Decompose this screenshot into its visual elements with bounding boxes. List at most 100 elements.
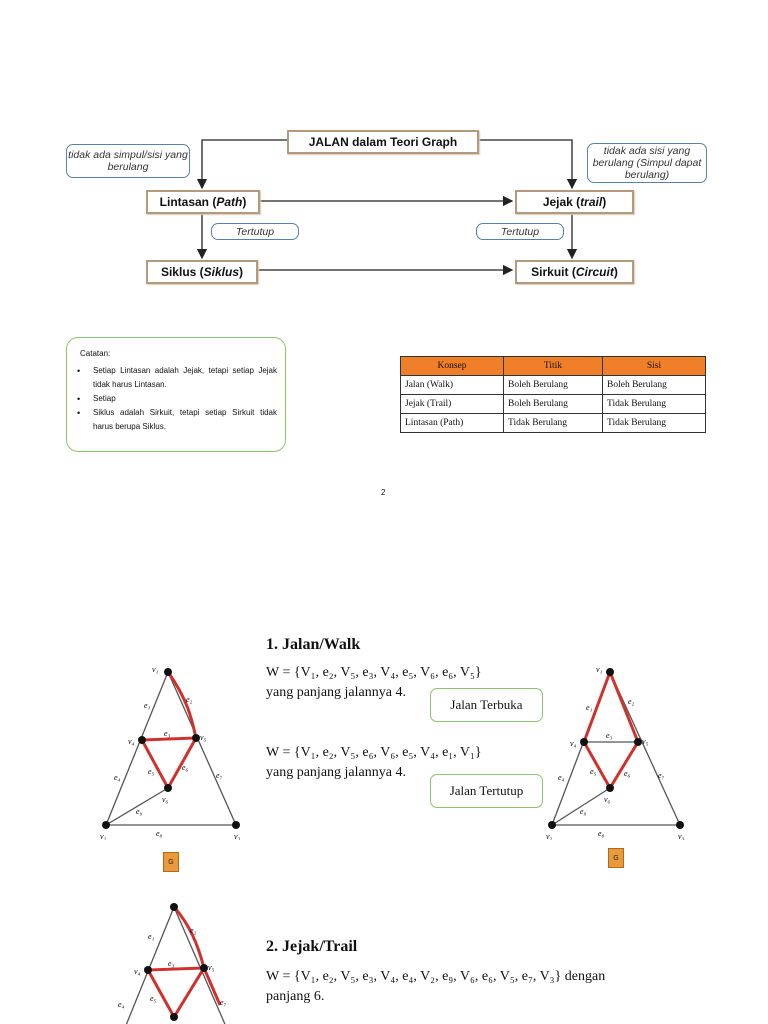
- label-e3: e₃: [168, 959, 175, 968]
- label-v4: v₄: [134, 967, 141, 976]
- catatan-box: Catatan: Setiap Lintasan adalah Jejak, t…: [66, 337, 286, 452]
- note-right-text: tidak ada sisi yang berulang (Simpul dap…: [592, 145, 702, 181]
- table-header: Sisi: [602, 356, 706, 376]
- label-v6: v₆: [162, 795, 169, 804]
- cycle-label-post: ): [239, 265, 244, 279]
- trail-label-em: trail: [580, 195, 603, 209]
- tertutup-left-text: Tertutup: [235, 225, 275, 238]
- label-e3: e₃: [606, 731, 613, 740]
- label-e4: e₄: [118, 1000, 125, 1009]
- trail1-length: panjang 6.: [266, 989, 325, 1004]
- jalan-terbuka-box: Jalan Terbuka: [430, 688, 543, 722]
- konsep-table: Konsep Titik Sisi Jalan (Walk) Boleh Ber…: [400, 356, 706, 433]
- label-v4: v₄: [128, 737, 135, 746]
- label-v6: v₆: [604, 795, 611, 804]
- circuit-label-em: Circuit: [575, 265, 614, 279]
- trail-label-pre: Jejak (: [542, 195, 581, 209]
- label-v5: v₅: [642, 737, 649, 746]
- circuit-label-post: ): [613, 265, 618, 279]
- label-e9: e₉: [136, 807, 143, 816]
- label-e8: e₈: [156, 829, 163, 838]
- label-e7: e₇: [220, 998, 227, 1007]
- label-e4: e₄: [114, 773, 121, 782]
- label-e5: e₅: [150, 994, 157, 1003]
- label-v5: v₅: [200, 733, 207, 742]
- circuit-box: Sirkuit (Circuit): [515, 260, 634, 284]
- table-row: Lintasan (Path) Tidak Berulang Tidak Ber…: [400, 413, 706, 433]
- walk2-set: W = {V₁, e₂, V₅, e₆, V₆, e₅, V₄, e₁, V₁}: [266, 745, 482, 760]
- path-label-pre: Lintasan (: [159, 195, 217, 209]
- table-cell: Jejak (Trail): [400, 394, 504, 414]
- graph-g-label-left: G: [163, 852, 179, 872]
- catatan-title: Catatan:: [80, 349, 111, 358]
- label-v1: v₁: [152, 665, 159, 674]
- circuit-label-pre: Sirkuit (: [531, 265, 576, 279]
- walk1-set: W = {V₁, e₂, V₅, e₃, V₄, e₅, V₆, e₆, V₅}: [266, 665, 482, 680]
- label-v2: v₂: [546, 832, 553, 840]
- section1-heading: 1. Jalan/Walk: [266, 636, 361, 653]
- label-e7: e₇: [216, 771, 223, 780]
- jalan-tertutup-label: Jalan Tertutup: [449, 783, 524, 798]
- section2-heading: 2. Jejak/Trail: [266, 938, 358, 955]
- walk1-length: yang panjang jalannya 4.: [266, 685, 406, 700]
- graph-right: v₁ v₄ v₅ v₆ v₂ v₃ e₁ e₂ e₃ e₄ e₅ e₆ e₇ e…: [546, 665, 685, 840]
- cycle-label-em: Siklus: [203, 265, 240, 279]
- label-e3: e₃: [164, 729, 171, 738]
- table-row: Jalan (Walk) Boleh Berulang Boleh Berula…: [400, 375, 706, 395]
- table-row: Jejak (Trail) Boleh Berulang Tidak Berul…: [400, 394, 706, 414]
- label-v4: v₄: [570, 739, 577, 748]
- label-e1: e₁: [586, 703, 593, 712]
- label-v5: v₅: [208, 963, 215, 972]
- label-e7: e₇: [658, 771, 665, 780]
- label-v3: v₃: [678, 832, 685, 840]
- title-box: JALAN dalam Teori Graph: [287, 130, 479, 154]
- label-e1: e₁: [144, 701, 151, 710]
- graph-left: v₁ v₄ v₅ v₆ v₂ v₃ e₁ e₂ e₃ e₄ e₅ e₆ e₇ e…: [100, 665, 241, 840]
- label-e6: e₆: [182, 763, 189, 772]
- table-cell: Lintasan (Path): [400, 413, 504, 433]
- label-e1: e₁: [148, 932, 155, 941]
- label-e5: e₅: [148, 767, 155, 776]
- table-header: Titik: [503, 356, 603, 376]
- diagram-title: JALAN dalam Teori Graph: [308, 135, 458, 149]
- label-v3: v₃: [234, 832, 241, 840]
- table-cell: Boleh Berulang: [503, 375, 603, 395]
- label-e2: e₂: [186, 695, 193, 704]
- note-left: tidak ada simpul/sisi yang berulang: [66, 144, 190, 178]
- tertutup-right-text: Tertutup: [500, 225, 540, 238]
- path-box: Lintasan (Path): [146, 190, 260, 214]
- graph-g-label-right: G: [608, 848, 624, 868]
- label-e2: e₂: [190, 926, 197, 935]
- label-v1: v₁: [596, 665, 603, 674]
- table-cell: Boleh Berulang: [503, 394, 603, 414]
- diagram-connectors: [196, 139, 578, 276]
- note-right: tidak ada sisi yang berulang (Simpul dap…: [587, 143, 707, 183]
- page-number: 2: [381, 488, 386, 497]
- label-v2: v₂: [100, 832, 107, 840]
- table-cell: Tidak Berulang: [602, 394, 706, 414]
- jalan-tertutup-box: Jalan Tertutup: [430, 774, 543, 808]
- catatan-item: Siklus adalah Sirkuit, tetapi setiap Sir…: [77, 406, 277, 434]
- table-header-row: Konsep Titik Sisi: [400, 356, 706, 376]
- jalan-terbuka-label: Jalan Terbuka: [450, 697, 523, 712]
- table-header: Konsep: [400, 356, 504, 376]
- table-cell: Jalan (Walk): [400, 375, 504, 395]
- catatan-list: Setiap Lintasan adalah Jejak, tetapi set…: [67, 364, 287, 434]
- label-e4: e₄: [558, 773, 565, 782]
- label-e6: e₆: [624, 769, 631, 778]
- graph-trail: v₄ v₅ e₁ e₂ e₃ e₄ e₅ e₇: [118, 903, 227, 1024]
- catatan-item: Setiap: [77, 392, 277, 406]
- catatan-item: Setiap Lintasan adalah Jejak, tetapi set…: [77, 364, 277, 392]
- label-e2: e₂: [628, 697, 635, 706]
- tertutup-right: Tertutup: [476, 223, 564, 240]
- table-cell: Boleh Berulang: [602, 375, 706, 395]
- cycle-label-pre: Siklus (: [160, 265, 204, 279]
- table-cell: Tidak Berulang: [503, 413, 603, 433]
- walk2-length: yang panjang jalannya 4.: [266, 765, 406, 780]
- label-e8: e₈: [598, 829, 605, 838]
- table-cell: Tidak Berulang: [602, 413, 706, 433]
- trail1-set: W = {V₁, e₂, V₅, e₃, V₄, e₄, V₂, e₉, V₆,…: [266, 969, 606, 984]
- trail-box: Jejak (trail): [515, 190, 634, 214]
- tertutup-left: Tertutup: [211, 223, 299, 240]
- label-e5: e₅: [590, 767, 597, 776]
